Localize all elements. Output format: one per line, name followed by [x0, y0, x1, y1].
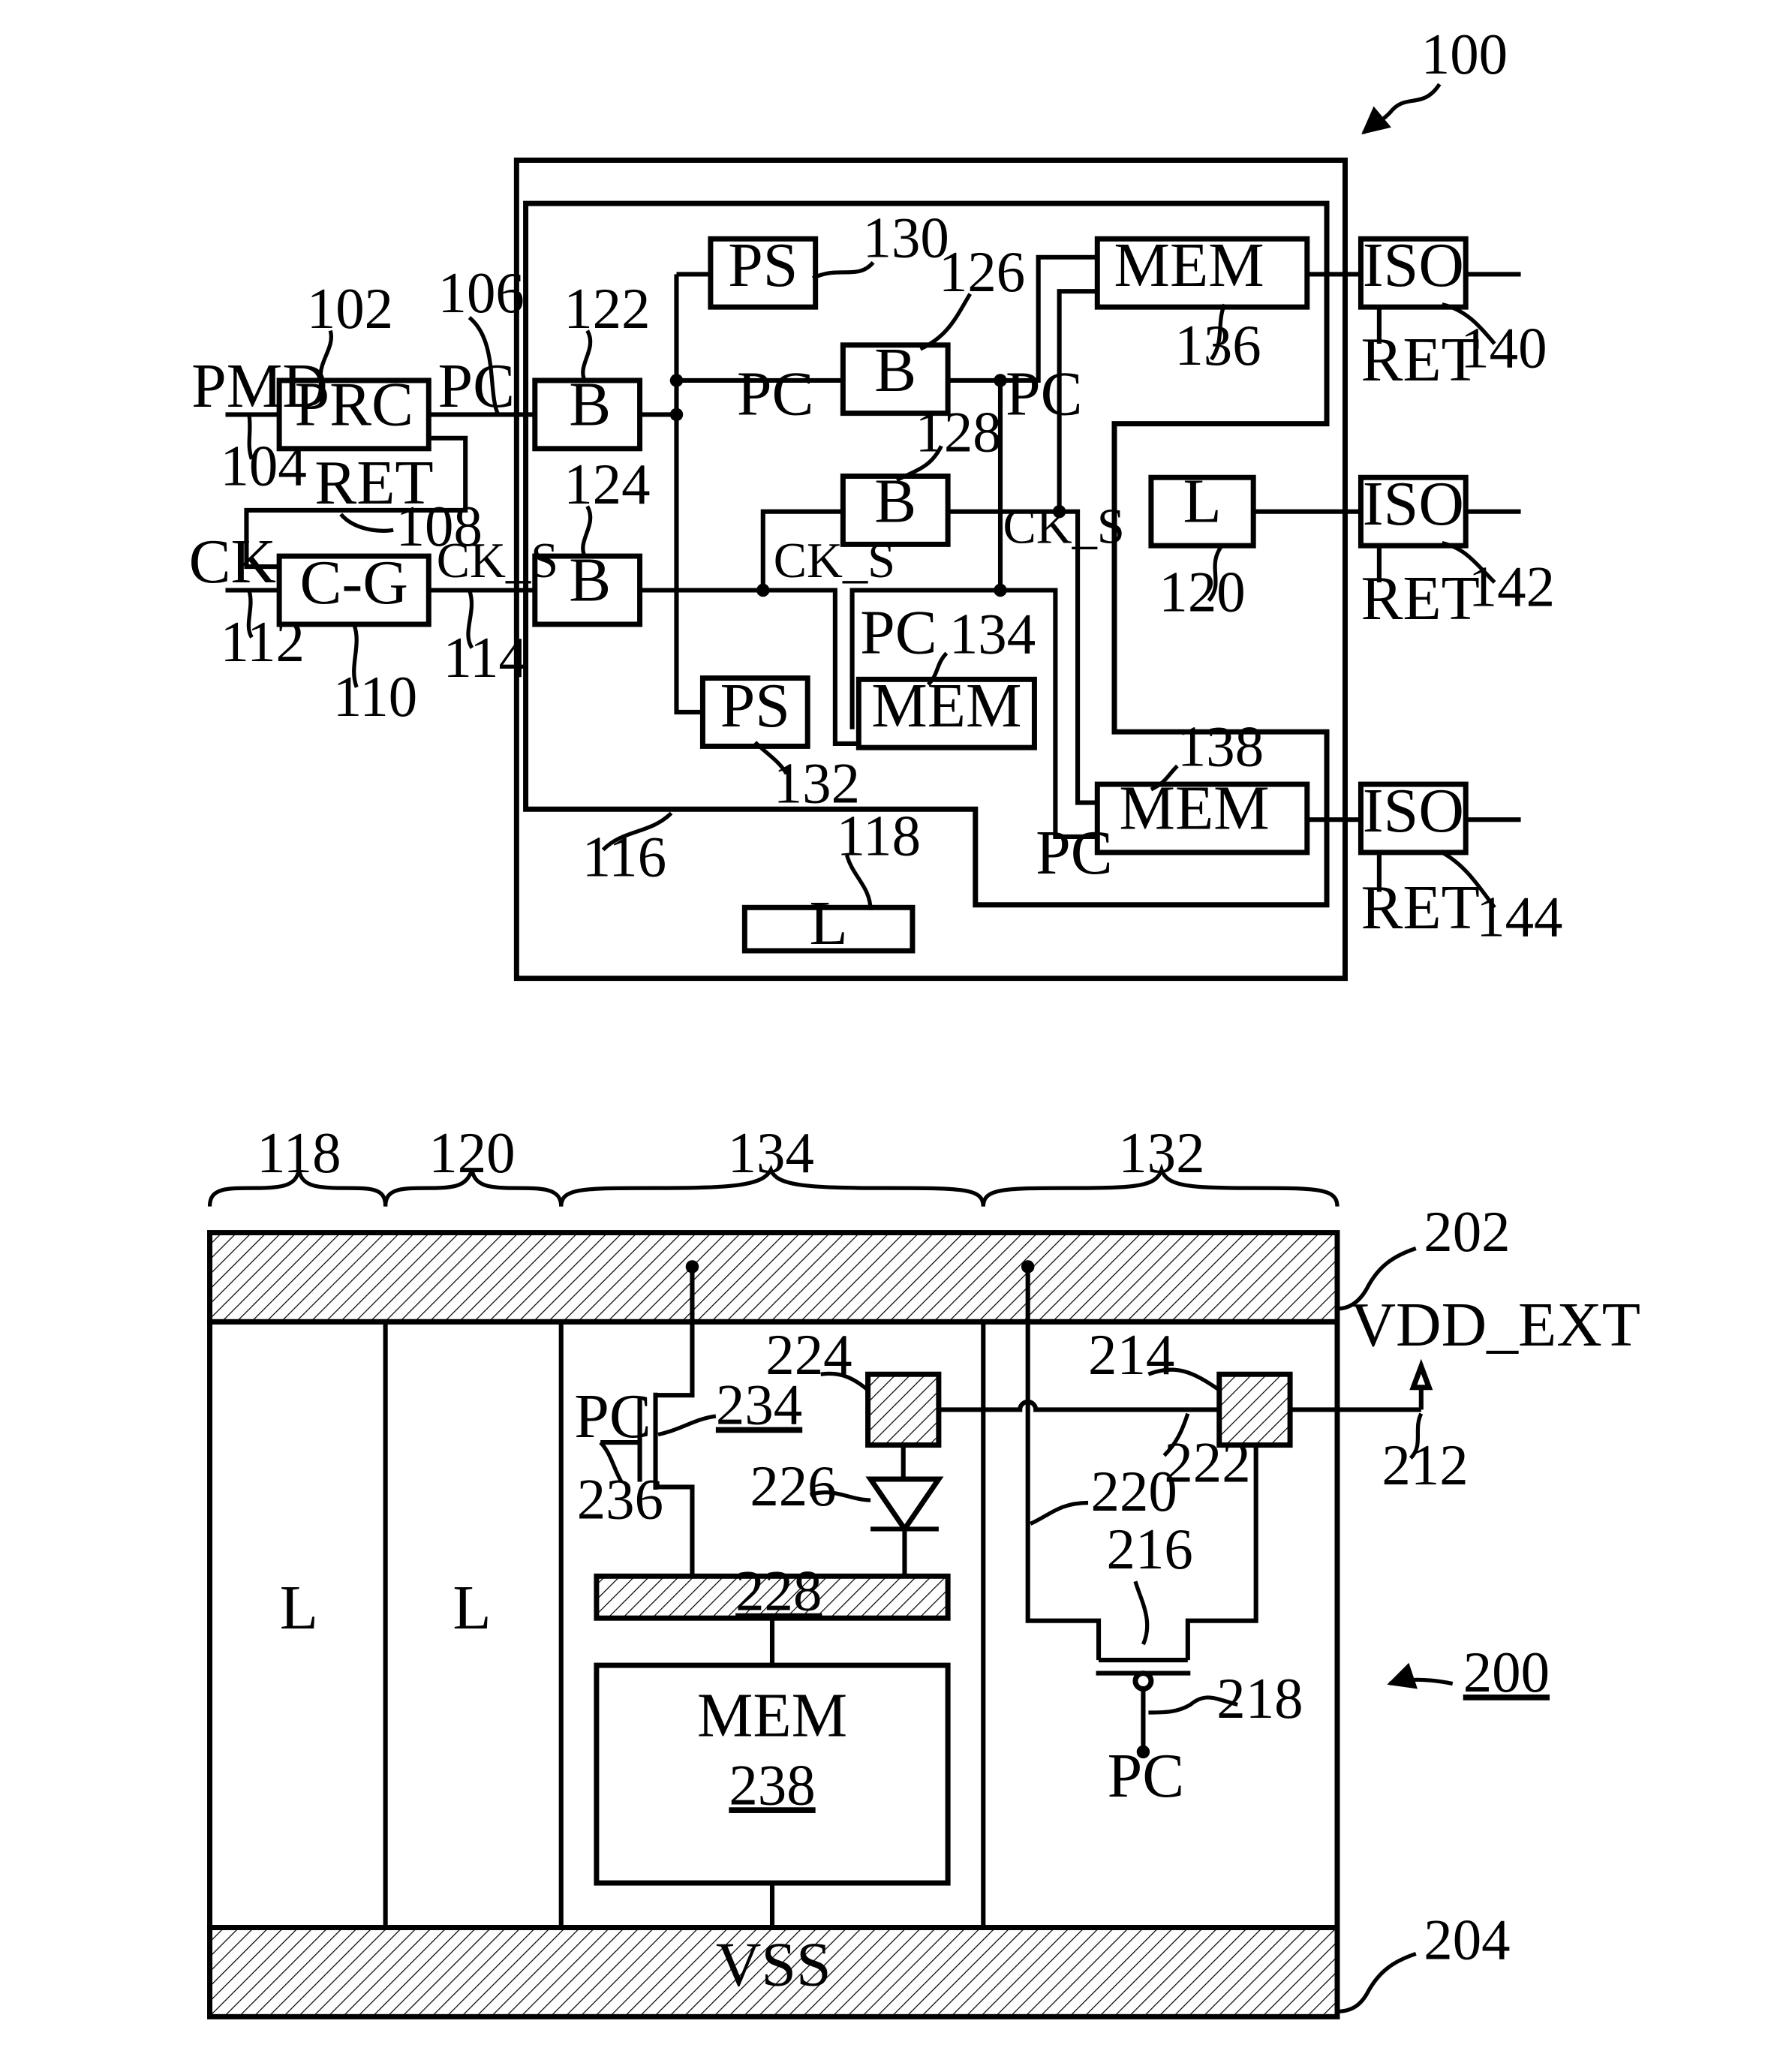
ref-106: 106: [438, 261, 525, 325]
ref-102: 102: [307, 277, 393, 341]
ref-200: 200: [1463, 1640, 1550, 1704]
clock-gate-label: C-G: [300, 548, 408, 618]
logic-cell-120: L: [453, 1573, 491, 1643]
memory-238-ref: 238: [729, 1753, 815, 1817]
signal-ck: CK: [189, 527, 276, 597]
ref-114: 114: [443, 626, 528, 690]
memory-134-label: MEM: [871, 671, 1021, 741]
buffer-124-label: B: [569, 545, 611, 615]
ref-144: 144: [1476, 886, 1562, 949]
ref-234: 234: [716, 1373, 802, 1437]
column-ref-134: 134: [728, 1121, 814, 1185]
signal-pc-b126-out: PC: [1006, 359, 1083, 429]
ref-214: 214: [1088, 1323, 1174, 1387]
ref-138: 138: [1177, 715, 1264, 779]
signal-pc-mem134: PC: [860, 597, 937, 667]
signal-pc-transistor-216: PC: [1108, 1741, 1185, 1811]
logic-120-label: L: [1183, 467, 1221, 537]
buffer-126-label: B: [874, 335, 916, 405]
ref-112: 112: [221, 610, 305, 674]
ref-212: 212: [1382, 1433, 1468, 1497]
ref-132: 132: [774, 752, 860, 816]
virtual-rail-ref: 228: [735, 1559, 822, 1623]
ref-220: 220: [1091, 1460, 1177, 1523]
figure-2-layout: 118 120 134 132 VSS L L 228 MEM 238: [210, 1121, 1641, 2016]
ref-136: 136: [1174, 314, 1261, 377]
signal-pc-mem138: PC: [1036, 818, 1113, 888]
signal-pc-b122-out: PC: [737, 359, 814, 429]
power-switch-130-label: PS: [728, 230, 798, 300]
ref-134: 134: [949, 602, 1036, 666]
ref-140: 140: [1460, 317, 1547, 380]
memory-138-label: MEM: [1119, 773, 1269, 843]
vss-label: VSS: [716, 1929, 831, 1999]
power-switch-132-label: PS: [720, 671, 790, 741]
signal-ret-144: RET: [1361, 873, 1479, 943]
vdd-ext-label: VDD_EXT: [1350, 1290, 1640, 1360]
ref-100: 100: [1421, 23, 1508, 86]
isolation-142-label: ISO: [1363, 469, 1464, 539]
ref-116: 116: [582, 825, 666, 889]
column-ref-132: 132: [1118, 1121, 1204, 1185]
ref-128: 128: [915, 400, 1001, 464]
column-ref-120: 120: [428, 1121, 515, 1185]
ref-108: 108: [396, 495, 483, 558]
signal-pc-transistor-234: PC: [574, 1382, 651, 1451]
ref-110: 110: [333, 665, 417, 729]
ref-204: 204: [1424, 1908, 1510, 1971]
signal-pmd: PMD: [191, 351, 328, 421]
supply-rail-top: [210, 1233, 1337, 1322]
memory-238-label: MEM: [697, 1680, 847, 1750]
ref-226: 226: [750, 1454, 836, 1518]
logic-cell-118: L: [280, 1573, 318, 1643]
ref-218: 218: [1216, 1667, 1303, 1731]
signal-ck-s-b124-out: CK_S: [774, 534, 895, 588]
isolation-140-label: ISO: [1363, 230, 1464, 300]
ref-122: 122: [564, 277, 650, 341]
ref-130: 130: [863, 206, 949, 270]
ref-104: 104: [221, 435, 307, 498]
memory-136-label: MEM: [1114, 230, 1264, 300]
ref-124: 124: [564, 453, 650, 516]
isolation-144-label: ISO: [1363, 776, 1464, 846]
column-ref-118: 118: [257, 1121, 341, 1185]
buffer-122-label: B: [569, 369, 611, 439]
ref-142: 142: [1469, 555, 1555, 618]
ref-216: 216: [1107, 1517, 1193, 1581]
ref-126: 126: [939, 240, 1025, 304]
ref-202: 202: [1424, 1200, 1510, 1264]
buffer-128-label: B: [874, 467, 916, 537]
signal-ck-s-b128-out: CK_S: [1003, 500, 1125, 555]
figure-1-block-diagram: 100 PRC C-G B B B B PS PS MEM MEM MEM: [189, 23, 1563, 978]
ref-120: 120: [1159, 560, 1245, 624]
signal-pc-prc-out: PC: [438, 351, 516, 421]
ref-236: 236: [577, 1467, 663, 1531]
logic-118-label: L: [810, 889, 848, 958]
signal-ret-142: RET: [1361, 564, 1479, 633]
